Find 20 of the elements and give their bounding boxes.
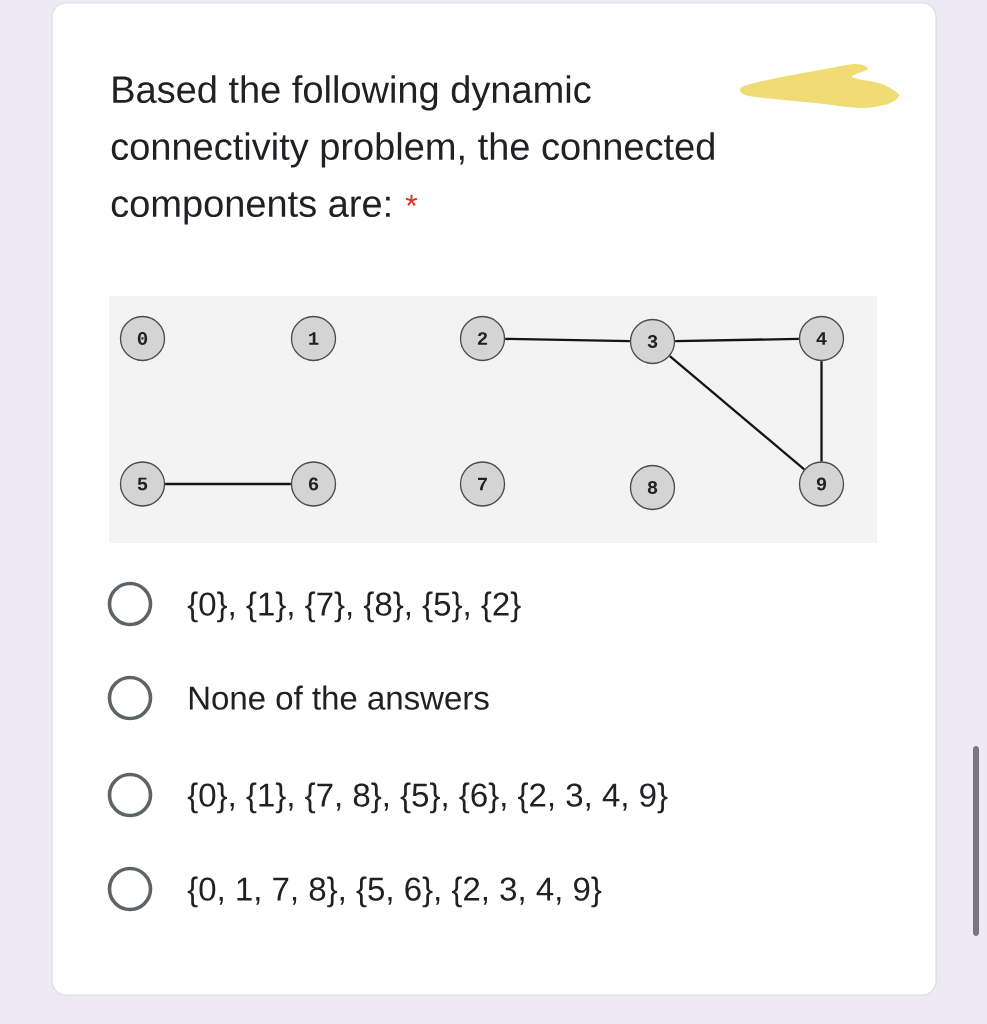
graph-edge bbox=[505, 337, 630, 343]
graph-vertex: 9 bbox=[798, 461, 845, 507]
option-label: None of the answers bbox=[189, 685, 489, 710]
graph-edge bbox=[165, 482, 291, 486]
graph-vertex: 6 bbox=[290, 461, 337, 507]
option-label: {0}, {1}, {7, 8}, {5}, {6}, {2, 3, 4, 9} bbox=[187, 782, 668, 814]
question-text: Based the following dynamic connectivity problem, the connected components are: * bbox=[111, 75, 714, 225]
graph-vertex: 3 bbox=[629, 318, 676, 365]
option-label: {0, 1, 7, 8}, {5, 6}, {2, 3, 4, 9} bbox=[187, 876, 602, 908]
graph-vertex: 2 bbox=[459, 315, 506, 362]
graph-edge bbox=[675, 337, 799, 343]
graph-vertex: 5 bbox=[119, 461, 166, 507]
graph-vertex: 7 bbox=[459, 461, 506, 507]
graph-edge bbox=[820, 361, 823, 462]
graph-vertex: 0 bbox=[119, 315, 166, 362]
graph-vertex: 1 bbox=[290, 315, 337, 362]
graph-vertex: 8 bbox=[629, 464, 676, 511]
graph-vertex: 4 bbox=[798, 315, 845, 362]
option-label: {0}, {1}, {7}, {8}, {5}, {2} bbox=[187, 591, 521, 623]
graph-edge bbox=[669, 355, 805, 471]
